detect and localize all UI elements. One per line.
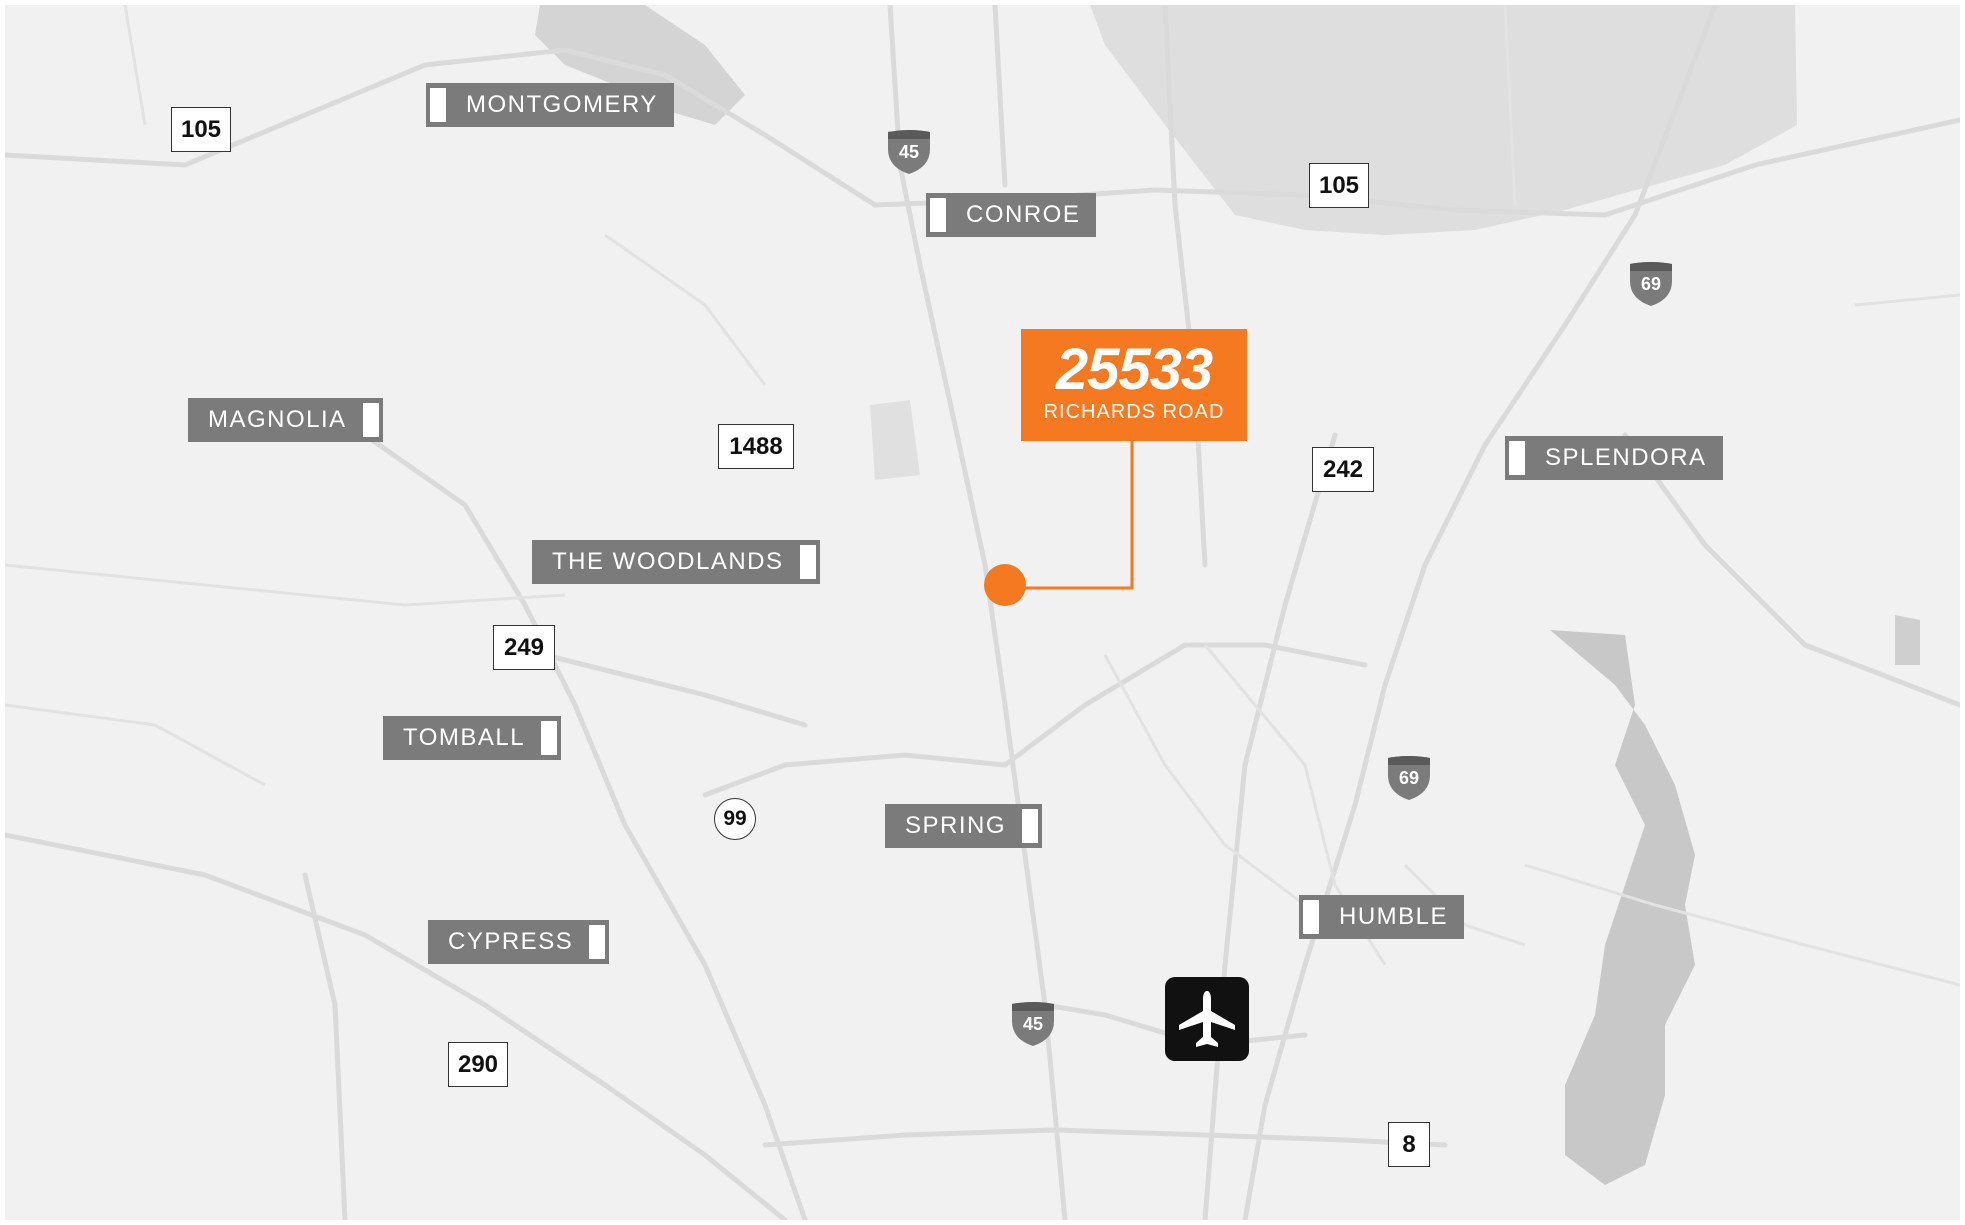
city-name: SPRING	[905, 812, 1007, 839]
label-tab	[1509, 441, 1525, 475]
label-tab	[1303, 900, 1319, 934]
city-name: THE WOODLANDS	[552, 548, 784, 575]
label-tab	[930, 198, 946, 232]
interstate-shield-icon	[1630, 262, 1672, 306]
city-label-spring[interactable]: SPRING	[885, 804, 1043, 848]
route-shield-105-east: 105	[1309, 163, 1369, 208]
city-name: CYPRESS	[448, 928, 574, 955]
route-shield-99: 99	[714, 798, 756, 840]
label-tab	[362, 403, 379, 437]
address-number: 25533	[1055, 337, 1213, 402]
city-name: CONROE	[966, 201, 1081, 228]
route-shield-290: 290	[448, 1042, 508, 1087]
street-name: RICHARDS ROAD	[1043, 401, 1225, 423]
interstate-number: 45	[898, 142, 920, 162]
interstate-shield-icon	[1012, 1002, 1054, 1046]
airport-marker[interactable]	[1165, 977, 1249, 1061]
route-shield-242: 242	[1312, 447, 1374, 492]
interstate-shield-45-north: 45	[885, 129, 933, 175]
city-label-tomball[interactable]: TOMBALL	[383, 716, 562, 760]
route-shield-105-west: 105	[171, 107, 231, 152]
interstate-shield-45-south: 45	[1009, 1001, 1057, 1047]
route-shield-249: 249	[493, 625, 555, 670]
interstate-shield-icon	[888, 130, 930, 174]
interstate-shield-69-north: 69	[1627, 261, 1675, 307]
road-network	[5, 5, 1960, 1220]
city-name: TOMBALL	[403, 724, 526, 751]
interstate-shield-69-south: 69	[1385, 755, 1433, 801]
city-label-magnolia[interactable]: MAGNOLIA	[188, 398, 383, 442]
city-label-montgomery[interactable]: MONTGOMERY	[426, 83, 674, 127]
city-name: MONTGOMERY	[466, 91, 658, 118]
route-shield-1488: 1488	[718, 424, 794, 469]
map-canvas: 25533 RICHARDS ROAD MONTGOMERY CONROE MA…	[5, 5, 1960, 1220]
label-tab	[799, 545, 816, 579]
label-tab	[430, 88, 446, 122]
interstate-number: 69	[1398, 768, 1420, 788]
map-base-layer	[5, 5, 1960, 1220]
city-label-the-woodlands[interactable]: THE WOODLANDS	[532, 540, 820, 584]
city-name: MAGNOLIA	[208, 406, 347, 433]
label-tab	[541, 721, 558, 755]
label-tab	[1022, 809, 1039, 843]
city-label-humble[interactable]: HUMBLE	[1299, 895, 1465, 939]
interstate-number: 45	[1022, 1014, 1044, 1034]
label-tab	[589, 925, 606, 959]
interstate-shield-icon	[1388, 756, 1430, 800]
water-features	[535, 5, 1920, 1185]
city-label-cypress[interactable]: CYPRESS	[428, 920, 610, 964]
city-label-conroe[interactable]: CONROE	[926, 193, 1097, 237]
city-name: HUMBLE	[1339, 903, 1449, 930]
city-label-splendora[interactable]: SPLENDORA	[1505, 436, 1723, 480]
property-callout[interactable]: 25533 RICHARDS ROAD	[1021, 329, 1247, 441]
interstate-number: 69	[1640, 274, 1662, 294]
city-name: SPLENDORA	[1545, 444, 1707, 471]
airplane-icon	[1179, 991, 1235, 1047]
route-shield-8: 8	[1388, 1122, 1430, 1167]
